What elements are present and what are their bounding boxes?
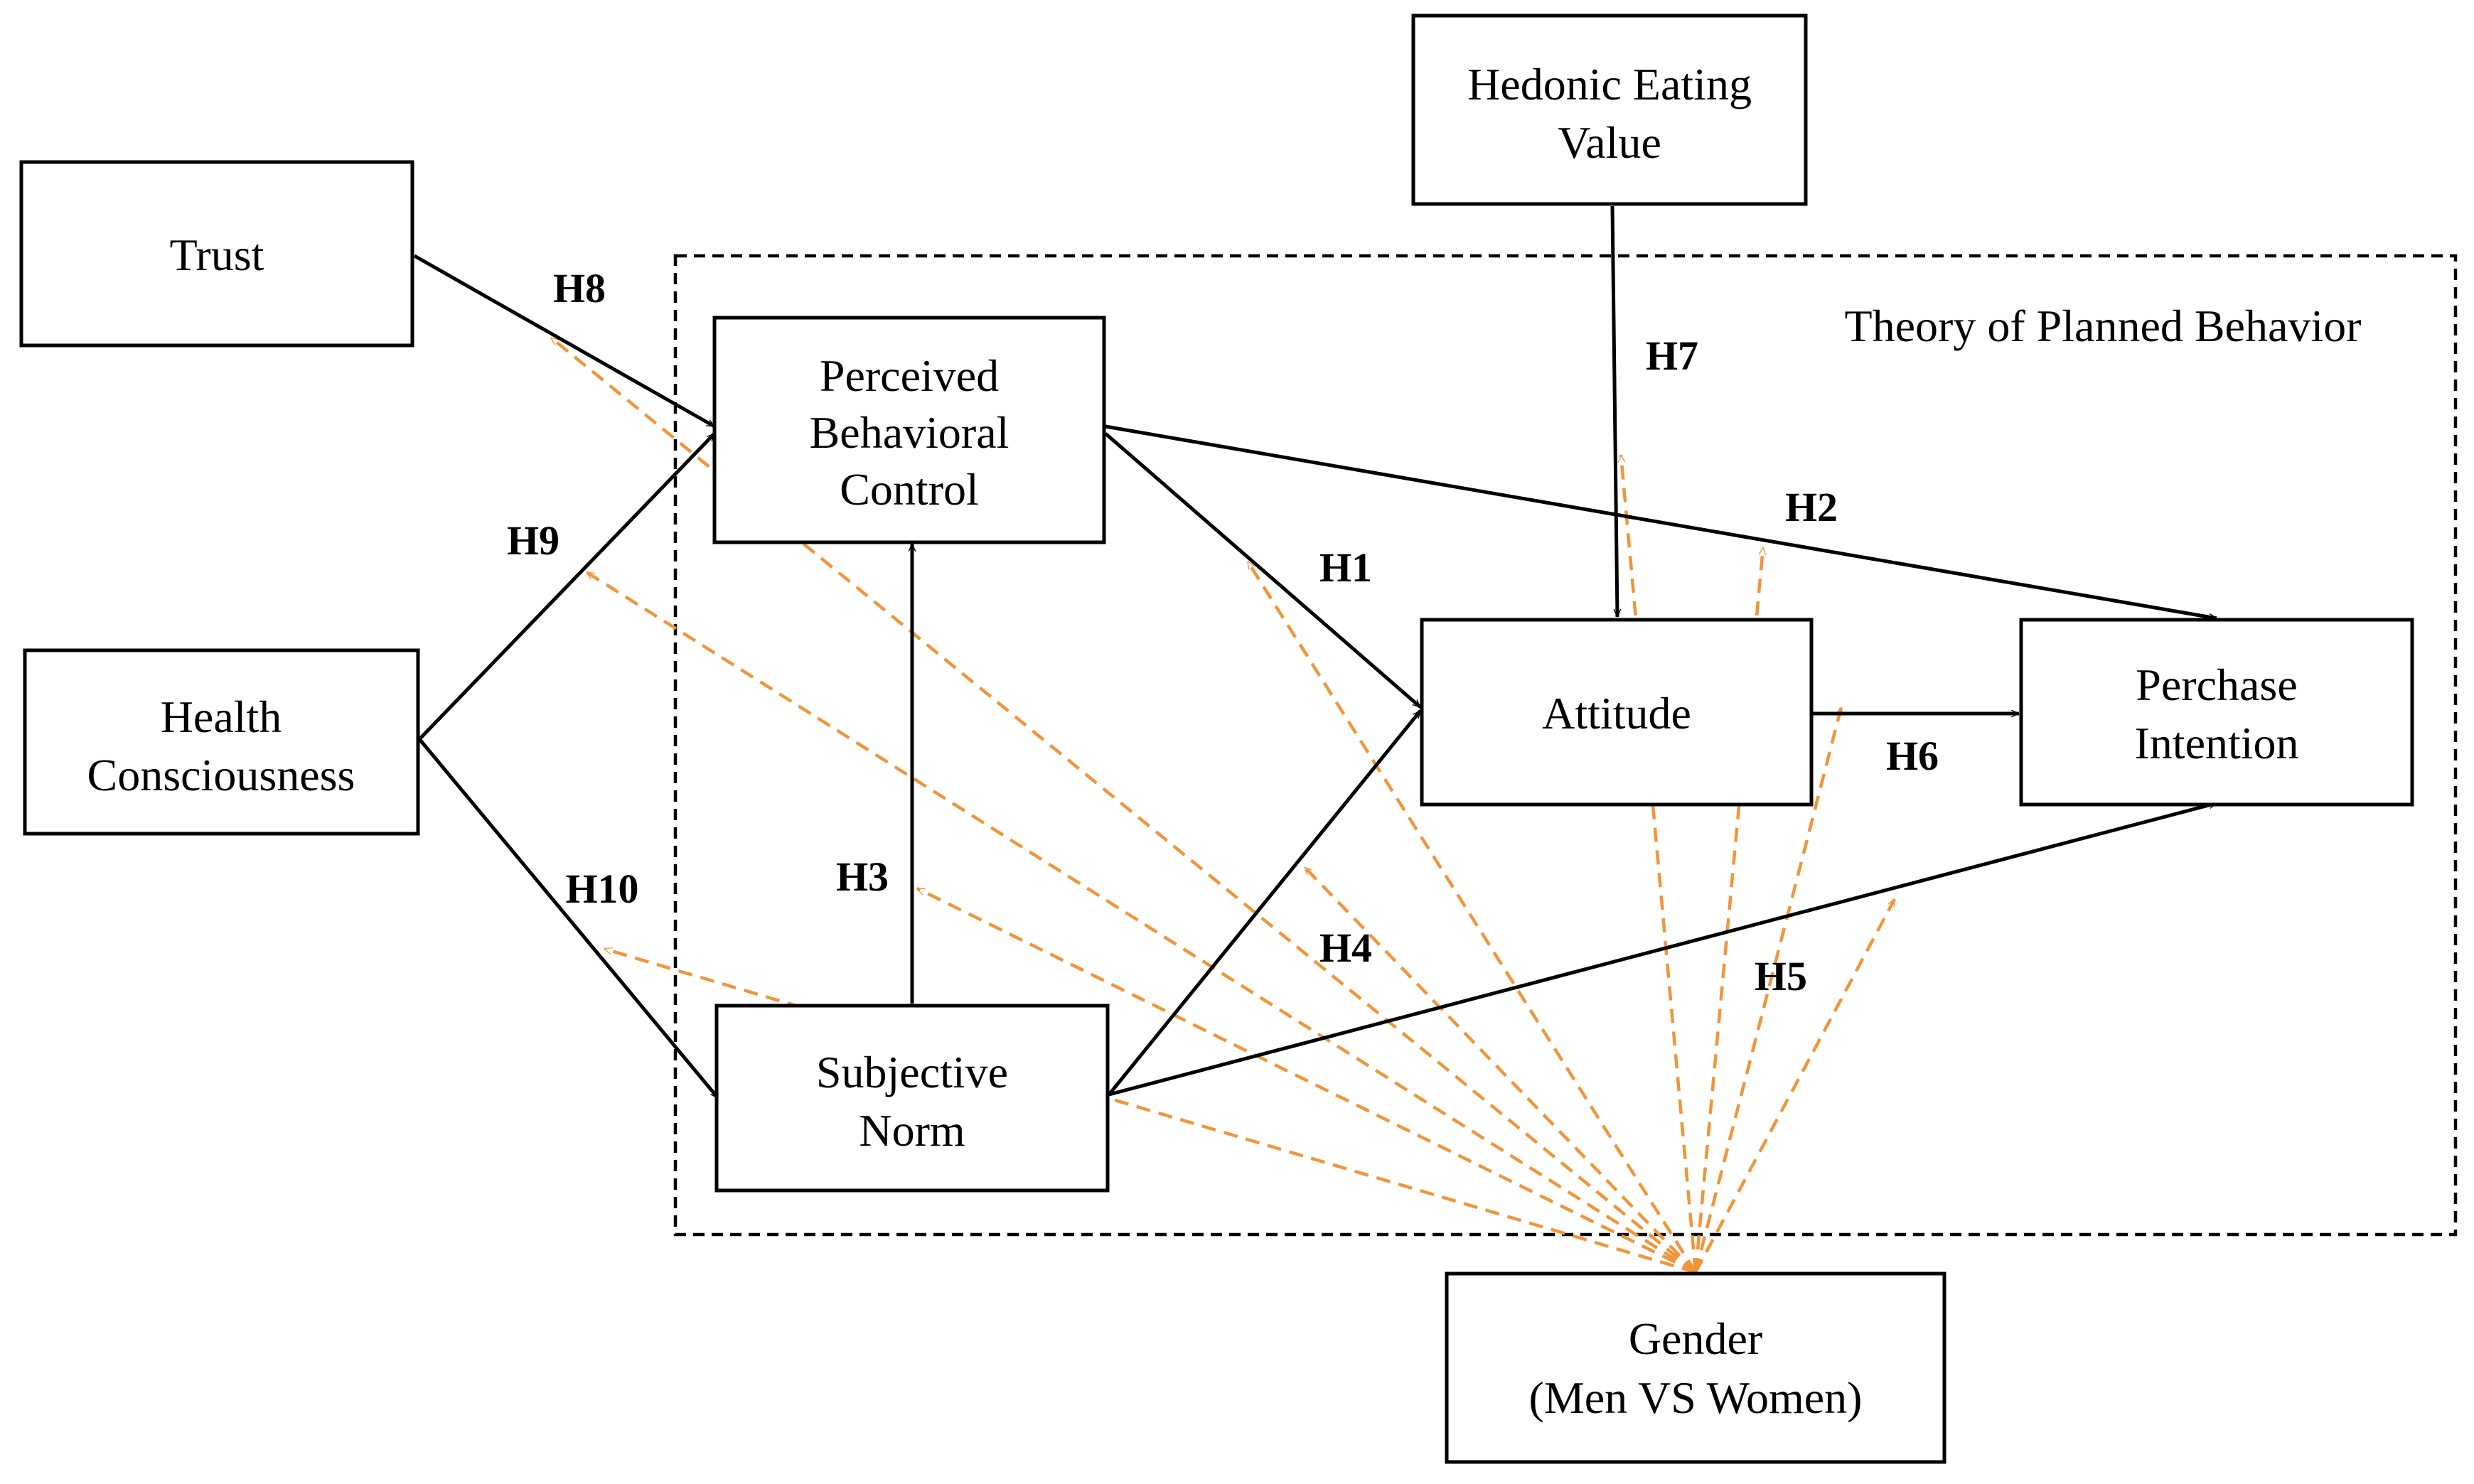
hypothesis-label-h2: H2: [1785, 484, 1838, 530]
construct-pbc-line3: Control: [840, 464, 979, 515]
path-health-to-pbc: [418, 432, 716, 741]
path-hedonic-to-attitude: [1610, 205, 1617, 617]
hypothesis-label-h5: H5: [1755, 953, 1807, 999]
construct-health-consciousness: Health Consciousness: [23, 648, 420, 836]
hypothesis-label-h9: H9: [507, 517, 559, 564]
construct-gender-line2: (Men VS Women): [1529, 1372, 1863, 1423]
moderation-arrow-h2: [1693, 547, 1763, 1273]
hypothesis-labels: H8 H9 H10 H3 H1 H4 H7 H2 H6 H5: [507, 265, 1939, 999]
moderation-arrow-h6: [1693, 707, 1841, 1273]
construct-purchase-intention: Perchase Intention: [2019, 618, 2414, 807]
construct-pbc-line2: Behavioral: [810, 407, 1010, 458]
gender-moderation-arrows: [550, 336, 1896, 1274]
structural-paths: [413, 205, 2217, 1099]
tpb-frame-label: Theory of Planned Behavior: [1845, 301, 2362, 351]
hypothesis-label-h10: H10: [565, 866, 638, 912]
construct-gender: Gender (Men VS Women): [1445, 1271, 1946, 1464]
construct-hedonic-line2: Value: [1558, 117, 1661, 168]
construct-perceived-behavioral-control: Perceived Behavioral Control: [712, 316, 1106, 544]
construct-intention-line1: Perchase: [2136, 660, 2297, 710]
construct-attitude: Attitude: [1420, 618, 1814, 807]
moderation-arrow-h4: [1303, 866, 1697, 1274]
moderation-arrow-h7: [1621, 455, 1698, 1273]
construct-trust-label: Trust: [170, 230, 264, 280]
hypothesis-label-h7: H7: [1646, 333, 1698, 379]
path-health-to-norm: [418, 738, 719, 1099]
path-trust-to-pbc: [413, 254, 714, 429]
path-pbc-to-intention: [1105, 424, 2217, 618]
moderation-arrow-h5: [1694, 899, 1896, 1274]
path-norm-to-attitude: [1108, 709, 1422, 1096]
moderation-arrow-h3: [917, 886, 1696, 1274]
hypothesis-label-h4: H4: [1319, 925, 1372, 971]
construct-subjective-norm: Subjective Norm: [714, 1004, 1110, 1193]
path-norm-to-intention: [1108, 803, 2217, 1097]
construct-health-line2: Consciousness: [87, 750, 355, 800]
construct-hedonic-line1: Hedonic Eating: [1467, 59, 1752, 109]
hypothesis-label-h8: H8: [553, 265, 606, 311]
construct-hedonic-eating-value: Hedonic Eating Value: [1411, 14, 1808, 206]
path-pbc-to-attitude: [1104, 432, 1422, 709]
hypothesis-label-h1: H1: [1319, 544, 1372, 591]
hypothesis-label-h6: H6: [1886, 733, 1939, 779]
moderation-arrow-h10: [604, 949, 1696, 1274]
tpb-frame: [673, 254, 2458, 1237]
construct-attitude-label: Attitude: [1542, 688, 1691, 738]
moderation-arrow-h9: [587, 571, 1697, 1274]
construct-intention-line2: Intention: [2134, 718, 2298, 768]
moderation-arrow-h1: [1246, 561, 1697, 1274]
hypothesis-label-h3: H3: [836, 854, 889, 900]
construct-health-line1: Health: [161, 692, 282, 742]
construct-trust: Trust: [19, 160, 414, 348]
construct-norm-line1: Subjective: [816, 1047, 1008, 1097]
construct-pbc-line1: Perceived: [820, 350, 999, 401]
construct-norm-line2: Norm: [859, 1105, 965, 1156]
construct-gender-line1: Gender: [1629, 1313, 1762, 1364]
